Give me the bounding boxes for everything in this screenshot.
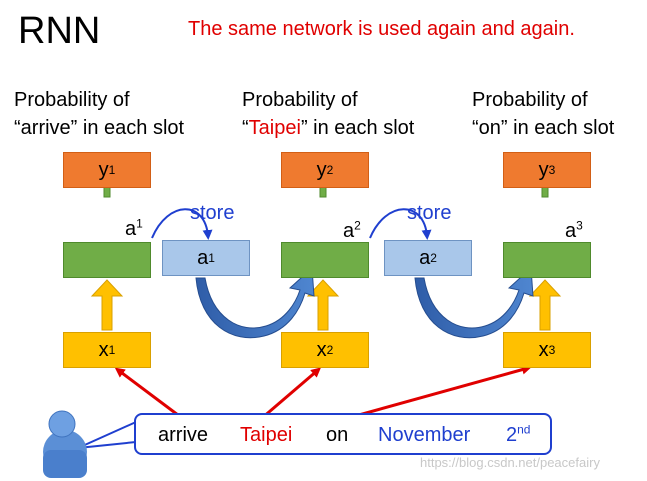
up-arrow-yellow-2 bbox=[306, 279, 340, 331]
up-arrow-yellow-3 bbox=[528, 279, 562, 331]
store-label-1: store bbox=[190, 202, 235, 224]
prob-label-1: Probability of “arrive” in each slot bbox=[14, 89, 185, 139]
word-taipei: Taipei bbox=[240, 424, 293, 446]
store-arrow-1 bbox=[151, 208, 213, 240]
word-arrive: arrive bbox=[158, 424, 209, 446]
word-november: November bbox=[378, 424, 471, 446]
hidden-output-label-3: a3 bbox=[565, 218, 583, 242]
prob-label-2: Probability of “Taipei” in each slot bbox=[242, 89, 415, 139]
hidden-box-1 bbox=[63, 242, 151, 278]
subtitle: The same network is used again and again… bbox=[188, 18, 575, 40]
speech-pointer bbox=[77, 421, 137, 449]
hidden-box-2 bbox=[281, 242, 369, 278]
watermark: https://blog.csdn.net/peacefairy bbox=[420, 455, 600, 470]
page-title: RNN bbox=[18, 10, 101, 52]
input-link-arrow-3 bbox=[347, 364, 532, 420]
store-arrow-2 bbox=[369, 208, 432, 240]
hidden-output-label-1: a1 bbox=[125, 216, 143, 240]
store-label-2: store bbox=[407, 202, 452, 224]
prob-label-3: Probability of “on” in each slot bbox=[472, 89, 615, 139]
hidden-output-label-2: a2 bbox=[343, 218, 361, 242]
user-icon bbox=[43, 410, 87, 478]
word-ordinal: 2nd bbox=[506, 422, 531, 446]
sentence-box: arrive Taipei on November 2nd bbox=[134, 413, 552, 455]
recurrent-arrow-2 bbox=[414, 266, 534, 339]
word-on: on bbox=[326, 424, 349, 446]
input-link-arrow-2 bbox=[261, 367, 322, 420]
recurrent-arrow-1 bbox=[195, 266, 315, 339]
hidden-box-3 bbox=[503, 242, 591, 278]
up-arrow-yellow-1 bbox=[90, 279, 124, 331]
input-link-arrow-1 bbox=[114, 367, 183, 420]
